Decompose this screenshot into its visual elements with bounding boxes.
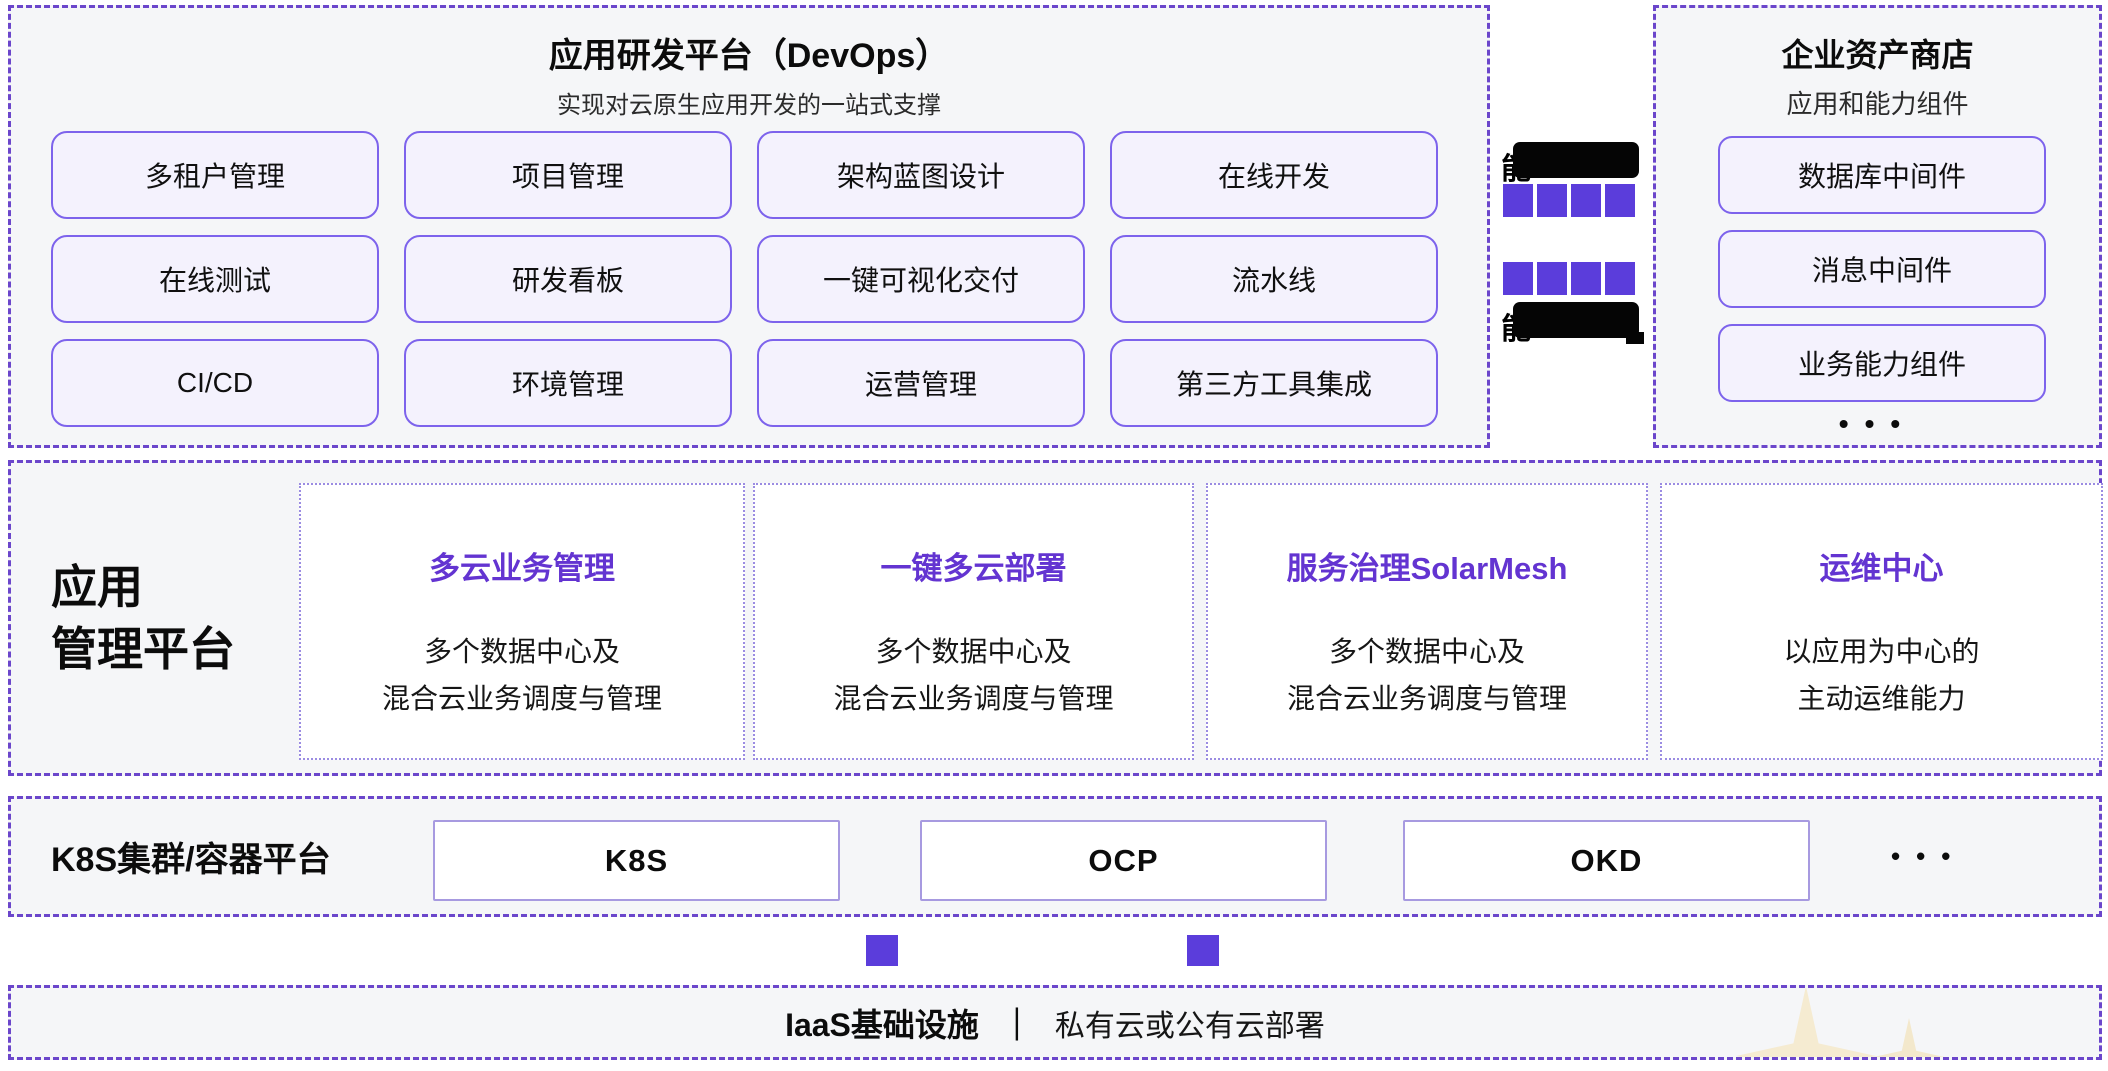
platform-box-okd: OKD [1403,820,1810,901]
arrow-square [1605,184,1635,217]
module-chip-ops-mgmt: 运营管理 [757,339,1085,427]
card-ops-center: 运维中心 以应用为中心的 主动运维能力 [1660,483,2103,760]
store-item-database-middleware: 数据库中间件 [1718,136,2046,214]
arrow-square [1571,184,1601,217]
iaas-divider: ｜ [1000,1006,1033,1043]
asset-store-ellipsis: ••• [1838,408,1917,439]
module-chip-multi-tenant: 多租户管理 [51,131,379,219]
redaction-bar [1513,142,1639,178]
module-chip-env-mgmt: 环境管理 [404,339,732,427]
asset-store-items: 数据库中间件 消息中间件 业务能力组件 [1718,136,2046,402]
arrow-square [1537,184,1567,217]
devops-panel-subtitle: 实现对云原生应用开发的一站式支撑 [557,92,941,119]
capability-flow-top-bar: 能 [1501,142,1639,186]
devops-panel-title: 应用研发平台（DevOps） [548,37,950,75]
module-chip-blueprint-design: 架构蓝图设计 [757,131,1085,219]
card-body: 多个数据中心及 混合云业务调度与管理 [755,628,1192,722]
asset-store-subtitle: 应用和能力组件 [1786,89,1969,119]
card-one-click-multicloud-deploy: 一键多云部署 多个数据中心及 混合云业务调度与管理 [753,483,1194,760]
iaas-section: IaaS基础设施 ｜ 私有云或公有云部署 [8,985,2102,1060]
card-body-line2: 混合云业务调度与管理 [833,683,1114,714]
card-title: 多云业务管理 [429,551,615,586]
app-mgmt-label-line2: 管理平台 [51,623,235,675]
module-chip-online-dev: 在线开发 [1110,131,1438,219]
card-body: 多个数据中心及 混合云业务调度与管理 [301,628,743,722]
redaction-bar [1513,302,1639,338]
card-title: 服务治理SolarMesh [1286,551,1568,586]
capability-flow-bottom-bar: 能 [1501,302,1644,346]
store-item-message-middleware: 消息中间件 [1718,230,2046,308]
card-body-line1: 多个数据中心及 [1328,636,1525,667]
card-multicloud-business-mgmt: 多云业务管理 多个数据中心及 混合云业务调度与管理 [299,483,745,760]
module-chip-online-test: 在线测试 [51,235,379,323]
module-chip-cicd: CI/CD [51,339,379,427]
platform-box-k8s: K8S [433,820,840,901]
card-body-line2: 混合云业务调度与管理 [1286,683,1567,714]
k8s-section-label: K8S集群/容器平台 [51,841,331,879]
app-mgmt-label-line1: 应用 [51,560,143,613]
iaas-title: IaaS基础设施 [785,1006,979,1043]
card-body: 多个数据中心及 混合云业务调度与管理 [1208,628,1646,722]
app-mgmt-label: 应用 管理平台 [51,463,235,773]
devops-module-grid: 多租户管理 项目管理 架构蓝图设计 在线开发 在线测试 研发看板 一键可视化交付… [51,131,1438,427]
arrow-square [1605,262,1635,295]
platform-box-ocp: OCP [920,820,1327,901]
connector-square [1187,935,1219,966]
card-title: 一键多云部署 [880,551,1067,586]
connector-square [866,935,898,966]
module-chip-one-click-delivery: 一键可视化交付 [757,235,1085,323]
asset-store-panel: 企业资产商店 应用和能力组件 数据库中间件 消息中间件 业务能力组件 ••• [1653,5,2102,448]
store-item-business-capability: 业务能力组件 [1718,324,2046,402]
redaction-bar-tail [1626,332,1644,344]
arrow-square [1503,262,1533,295]
arrow-squares-right [1503,184,1635,217]
devops-platform-panel: 应用研发平台（DevOps） 实现对云原生应用开发的一站式支撑 多租户管理 项目… [8,5,1490,448]
module-chip-dev-kanban: 研发看板 [404,235,732,323]
arrow-square [1503,184,1533,217]
k8s-section: K8S集群/容器平台 K8S OCP OKD ••• [8,796,2102,917]
card-service-governance-solarmesh: 服务治理SolarMesh 多个数据中心及 混合云业务调度与管理 [1206,483,1648,760]
arrow-square [1537,262,1567,295]
iaas-content: IaaS基础设施 ｜ 私有云或公有云部署 [11,988,2099,1057]
asset-store-title: 企业资产商店 [1781,37,1974,73]
arrow-squares-left [1503,262,1635,295]
card-title: 运维中心 [1819,551,1944,586]
k8s-ellipsis: ••• [1891,841,1967,871]
arrow-square [1571,262,1601,295]
card-body: 以应用为中心的 主动运维能力 [1662,628,2101,722]
card-body-line2: 混合云业务调度与管理 [381,683,662,714]
module-chip-thirdparty-integration: 第三方工具集成 [1110,339,1438,427]
card-body-line2: 主动运维能力 [1797,683,1966,714]
iaas-subtitle: 私有云或公有云部署 [1054,1009,1325,1043]
card-body-line1: 多个数据中心及 [875,636,1072,667]
app-mgmt-section: 应用 管理平台 多云业务管理 多个数据中心及 混合云业务调度与管理 一键多云部署… [8,460,2103,776]
card-body-line1: 以应用为中心的 [1783,636,1980,667]
module-chip-project-mgmt: 项目管理 [404,131,732,219]
card-body-line1: 多个数据中心及 [423,636,620,667]
module-chip-pipeline: 流水线 [1110,235,1438,323]
